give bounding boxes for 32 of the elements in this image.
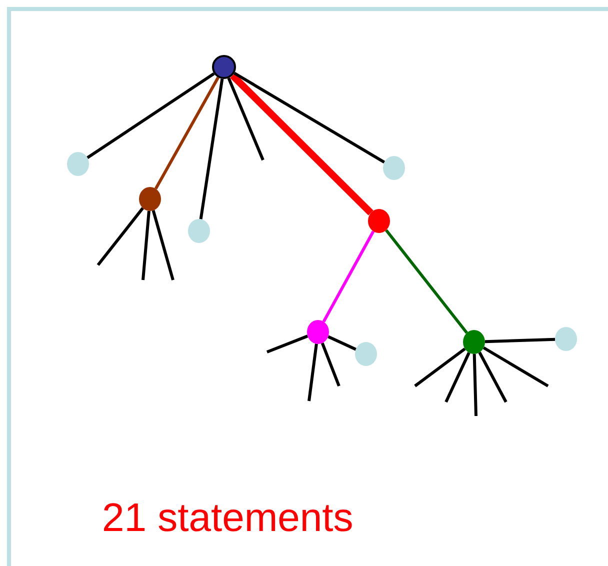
- branch-line: [227, 77, 264, 161]
- branch-line: [320, 342, 340, 387]
- connector-line: [86, 72, 215, 160]
- tree-node-circle: [383, 156, 405, 180]
- connector-line: [384, 229, 468, 334]
- tree-node-circle: [368, 209, 390, 233]
- branch-line: [308, 344, 318, 402]
- tree-node-circle: [555, 327, 577, 351]
- tree-node-circle: [307, 320, 329, 344]
- tree-node-circle: [188, 219, 210, 243]
- connector-line: [322, 230, 375, 322]
- tree-node-circle: [212, 55, 236, 79]
- branch-line: [142, 210, 150, 280]
- branch-line: [444, 352, 470, 403]
- tree-node-circle: [139, 187, 161, 211]
- connector-line: [154, 76, 220, 190]
- connector-line: [328, 335, 356, 351]
- tree-node-circle: [67, 152, 89, 176]
- caption-text: 21 statements: [102, 496, 354, 541]
- tree-node-circle: [355, 342, 377, 366]
- tree-node-circle: [463, 330, 485, 354]
- branch-line: [266, 334, 308, 354]
- branch-line: [478, 352, 508, 403]
- connector-line: [234, 72, 386, 164]
- branch-line: [152, 210, 174, 280]
- branch-line: [96, 207, 144, 266]
- connector-line: [484, 338, 556, 344]
- branch-line: [472, 354, 478, 416]
- connector-line: [199, 78, 224, 220]
- branch-line: [482, 346, 549, 388]
- connector-line: [230, 72, 374, 216]
- branch-line: [414, 348, 466, 388]
